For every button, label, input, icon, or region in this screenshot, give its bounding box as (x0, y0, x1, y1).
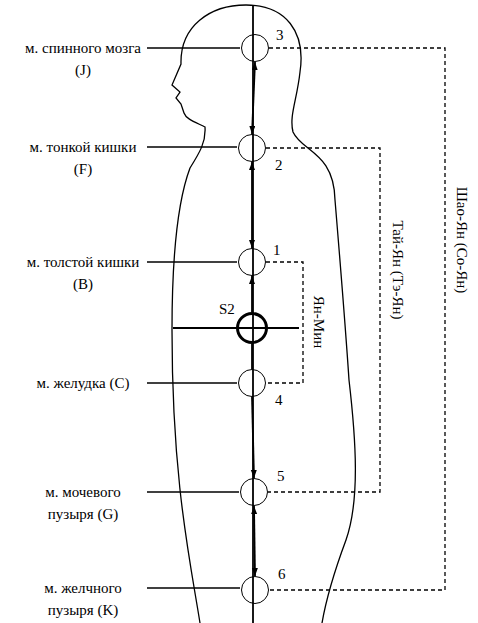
channel-label: Ян-Мин (310, 294, 327, 350)
callout-number: 5 (277, 468, 285, 485)
point-circle: 1 (238, 248, 266, 276)
channel-label: Тай-Ян (Тэ-Ян) (389, 219, 406, 322)
point-circle: 2 (238, 134, 266, 162)
channel-label: Шао-Ян (Со-Ян) (453, 185, 470, 296)
axis-connector (251, 162, 253, 248)
axis-connector (251, 276, 253, 312)
callout-number: 4 (275, 392, 283, 409)
organ-label: м. толстой кишки (B) (24, 251, 142, 295)
pairing-connector (266, 262, 303, 383)
point-circle: 5 (240, 478, 268, 506)
pairing-connector (269, 48, 445, 590)
leader-line (147, 587, 240, 588)
leader-line (147, 382, 237, 383)
callout-number: 6 (278, 566, 286, 583)
point-circle: 3 (241, 34, 269, 62)
leader-line (147, 261, 237, 262)
leader-line (147, 146, 237, 147)
organ-label: м. желчного пузыря (K) (24, 577, 142, 621)
axis-connector (252, 397, 254, 478)
organ-label: м. спинного мозга (J) (24, 37, 142, 81)
point-circle: 4 (238, 369, 266, 397)
organ-label: м. желудка (C) (24, 372, 142, 394)
axis-connector (254, 506, 255, 576)
callout-number: 1 (273, 242, 281, 259)
callout-number: 3 (276, 27, 284, 44)
axis-connector (251, 344, 253, 369)
callout-number: 2 (275, 157, 283, 174)
organ-label: м. мочевого пузыря (G) (24, 481, 142, 525)
leader-line (147, 47, 240, 48)
point-circle: 6 (241, 576, 269, 604)
body-outline (172, 5, 355, 623)
leader-line (147, 491, 239, 492)
callout-number: S2 (219, 301, 235, 318)
pairing-connector (266, 148, 380, 492)
organ-label: м. тонкой кишки (F) (24, 136, 142, 180)
center-circle: S2 (236, 312, 268, 344)
axis-connector (252, 62, 255, 134)
